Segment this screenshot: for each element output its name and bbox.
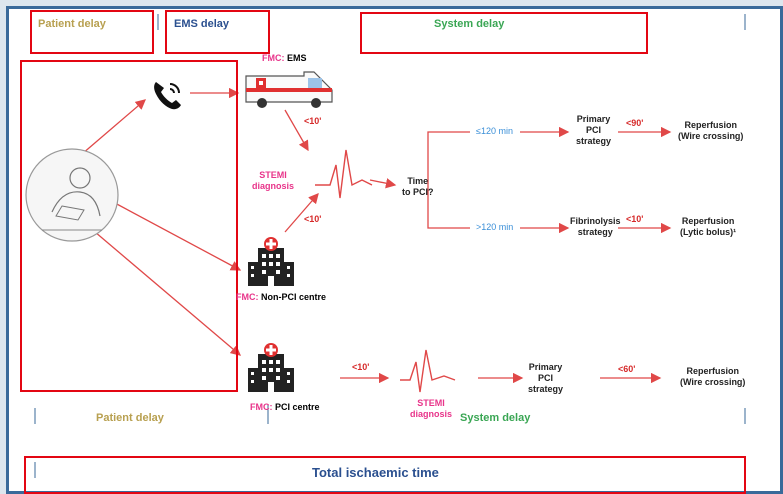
reperfusion-lytic: Reperfusion(Lytic bolus)¹: [680, 216, 737, 237]
hospital-icon: [246, 342, 296, 399]
ecg-icon: [315, 149, 373, 199]
fmc-non-pci-label: FMC: Non-PCI centre: [236, 292, 327, 302]
ambulance-icon: [244, 68, 336, 113]
header-system-delay: System delay: [434, 18, 505, 30]
header-patient-delay: Patient delay: [38, 18, 106, 30]
reperfusion-wire-top: Reperfusion(Wire crossing): [678, 120, 744, 141]
time-lt10-ems: <10': [304, 116, 322, 126]
time-lt10-pci: <10': [352, 362, 370, 372]
fmc-ems-label: FMC: EMS: [262, 53, 307, 63]
diagram-frame: [6, 6, 783, 494]
patient-icon: [22, 140, 122, 255]
highlight-total-time: [24, 456, 746, 494]
lt60-label: <60': [618, 364, 636, 374]
arrow-ambulance-stemi: [284, 109, 309, 152]
highlight-patient-area: [20, 60, 238, 392]
gt120-label: >120 min: [476, 222, 514, 232]
phone-icon: [150, 78, 184, 117]
total-ischaemic-time: Total ischaemic time: [312, 465, 439, 480]
hospital-icon: [246, 236, 296, 293]
fmc-pci-label: FMC: PCI centre: [250, 402, 320, 412]
arrow-nonpci-stemi: [284, 193, 319, 233]
le120-label: ≤120 min: [476, 126, 513, 136]
lt90-label: <90': [626, 118, 644, 128]
reperfusion-wire-bottom: Reperfusion(Wire crossing): [680, 366, 746, 387]
highlight-system-delay: [360, 12, 648, 54]
highlight-patient-delay: [30, 10, 154, 54]
footer-system-delay: System delay: [460, 412, 531, 424]
footer-patient-delay: Patient delay: [96, 412, 164, 424]
ecg-icon: [400, 349, 456, 393]
time-lt10-nonpci: <10': [304, 214, 322, 224]
bracket-time-branches: [427, 131, 470, 229]
arrow-patient-nonpci: [99, 194, 242, 271]
highlight-ems-delay: [165, 10, 270, 54]
arrow-patient-pci: [74, 214, 241, 356]
arrow-stemi-time: [369, 178, 397, 189]
lt10-fibrinolysis: <10': [626, 214, 644, 224]
header-ems-delay: EMS delay: [174, 18, 230, 30]
arrow-patient-phone: [74, 99, 146, 161]
